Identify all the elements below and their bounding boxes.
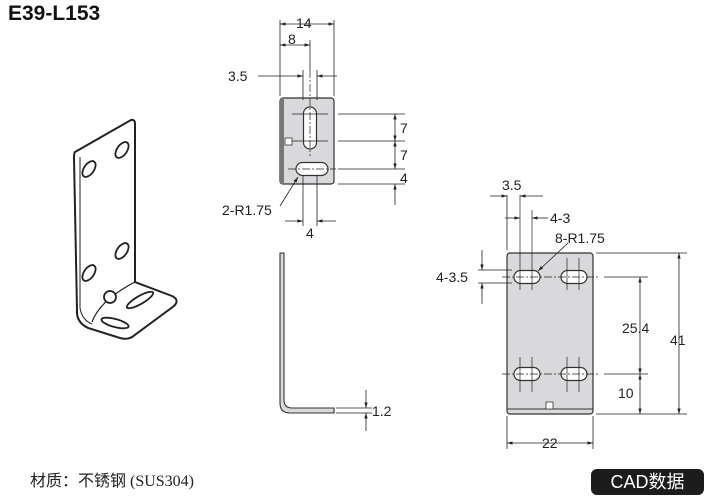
dim-front-slot-width-bottom: 4: [306, 225, 314, 241]
dim-back-bottom-offset: 10: [618, 385, 634, 401]
dim-front-width: 14: [296, 15, 312, 31]
dim-front-pitch-2: 7: [400, 147, 408, 163]
dim-back-hole-pitch: 25.4: [622, 320, 649, 336]
back-view: 3.5 4-3 8-R1.75 4-3.5 25.4 10 41 22: [436, 177, 687, 451]
dim-back-height: 41: [670, 332, 686, 348]
part-title: E39-L153: [8, 2, 101, 25]
front-view: 14 8 3.5 7 7 4 2-R1.75 4: [222, 15, 408, 241]
material-note: 材质：不锈钢 (SUS304): [30, 473, 195, 490]
dim-side-thickness: 1.2: [372, 403, 392, 419]
isometric-view: [72, 118, 178, 340]
dim-front-pitch-1: 7: [400, 120, 408, 136]
dim-back-slot-length: 4-3: [550, 210, 570, 226]
dim-front-radius: 2-R1.75: [222, 202, 272, 218]
dim-back-slot-height: 4-3.5: [436, 269, 468, 285]
side-view: 1.2: [279, 252, 392, 431]
cad-data-button[interactable]: CAD数据: [591, 469, 704, 495]
dim-back-radius: 8-R1.75: [555, 230, 605, 246]
dim-front-slot-width-top: 3.5: [228, 68, 248, 84]
dim-front-slot-offset: 8: [288, 31, 296, 47]
dim-back-width: 22: [542, 435, 558, 451]
dim-front-bottom-offset: 4: [400, 170, 408, 186]
dim-back-slot-width: 3.5: [502, 177, 522, 193]
